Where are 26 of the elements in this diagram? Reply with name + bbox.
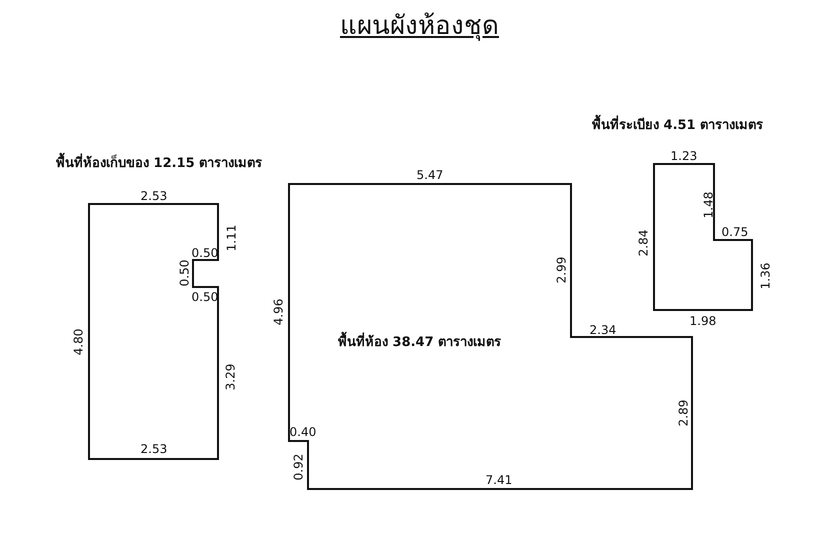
dimension-label: 2.84 xyxy=(636,230,650,256)
dimension-label: 0.50 xyxy=(176,260,191,286)
dimension-label: 1.98 xyxy=(690,314,716,328)
area-label: พื้นที่ห้อง 38.47 ตารางเมตร xyxy=(338,331,502,352)
dimension-label: 1.48 xyxy=(700,192,715,218)
dimension-label: 4.96 xyxy=(270,298,285,326)
dimension-label: 2.99 xyxy=(554,256,568,284)
area-label: พื้นที่ห้องเก็บของ 12.15 ตารางเมตร xyxy=(56,152,262,173)
dimension-label: 1.36 xyxy=(758,262,772,290)
dimension-label: 1.23 xyxy=(670,149,698,163)
dimension-label: 0.75 xyxy=(722,225,748,239)
plan-title: แผนผังห้องชุด xyxy=(340,10,499,43)
dimension-label: 2.53 xyxy=(140,189,168,203)
dimension-label: 2.34 xyxy=(590,323,616,337)
dimension-label: 1.11 xyxy=(224,224,238,252)
dimension-label: 4.80 xyxy=(70,328,85,356)
dimension-label: 0.40 xyxy=(290,425,316,439)
dimension-label: 0.50 xyxy=(192,246,218,260)
dimension-label: 5.47 xyxy=(416,168,444,182)
dimension-label: 0.92 xyxy=(290,454,305,480)
dimension-label: 0.50 xyxy=(192,290,218,304)
dimension-label: 2.53 xyxy=(140,442,168,456)
area-label: พื้นที่ระเบียง 4.51 ตารางเมตร xyxy=(592,114,764,135)
dimension-label: 3.29 xyxy=(222,364,237,390)
dimension-label: 2.89 xyxy=(676,400,690,426)
dimension-label: 7.41 xyxy=(486,473,512,487)
